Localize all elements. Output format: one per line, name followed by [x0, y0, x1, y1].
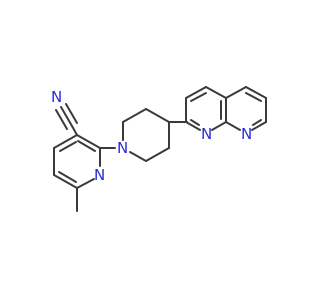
prod-py-6d — [59, 141, 77, 152]
prod-cn-2 — [55, 109, 68, 130]
naph-c7-n8-d — [252, 119, 262, 126]
prod-pip-3 — [145, 108, 170, 123]
production-background — [0, 0, 300, 300]
prod-cn-3 — [65, 103, 78, 124]
naph-c4a-c5 — [225, 86, 247, 99]
naph-c5-c6-d — [245, 92, 262, 102]
naph-c8a-n1 — [211, 121, 227, 131]
naph-c5-c6 — [245, 86, 267, 99]
prod-py-6 — [53, 134, 78, 149]
naph-c3-c4 — [185, 86, 207, 99]
prod-py-3 — [76, 178, 95, 189]
prod-n-pyridine: N — [94, 166, 105, 184]
naph-c7-n8 — [251, 121, 267, 131]
prod-n-cyano: N — [51, 88, 62, 106]
prod-py-1 — [76, 134, 101, 149]
prod-n-piperidine: N — [117, 139, 128, 157]
prod-cn-4 — [71, 125, 78, 136]
naph-n8-c8a — [225, 121, 241, 131]
naph-c3-c4-d — [190, 92, 207, 102]
naph-n1-c2 — [185, 121, 201, 131]
production-molecule: N N N N N — [0, 0, 300, 300]
prod-cn-1 — [60, 106, 73, 127]
naph-n1-c2-d — [190, 119, 200, 126]
prod-py-1d — [77, 140, 96, 152]
naph-c4-c4a — [205, 86, 227, 99]
prod-pip-6 — [129, 151, 147, 162]
prod-py-4 — [53, 174, 78, 189]
atom-n-naph-8: N — [241, 125, 252, 143]
prod-pip-5 — [145, 147, 170, 162]
atom-n-naph-1: N — [201, 125, 212, 143]
prod-pip-2 — [122, 108, 147, 123]
prod-py-4d — [58, 171, 77, 183]
